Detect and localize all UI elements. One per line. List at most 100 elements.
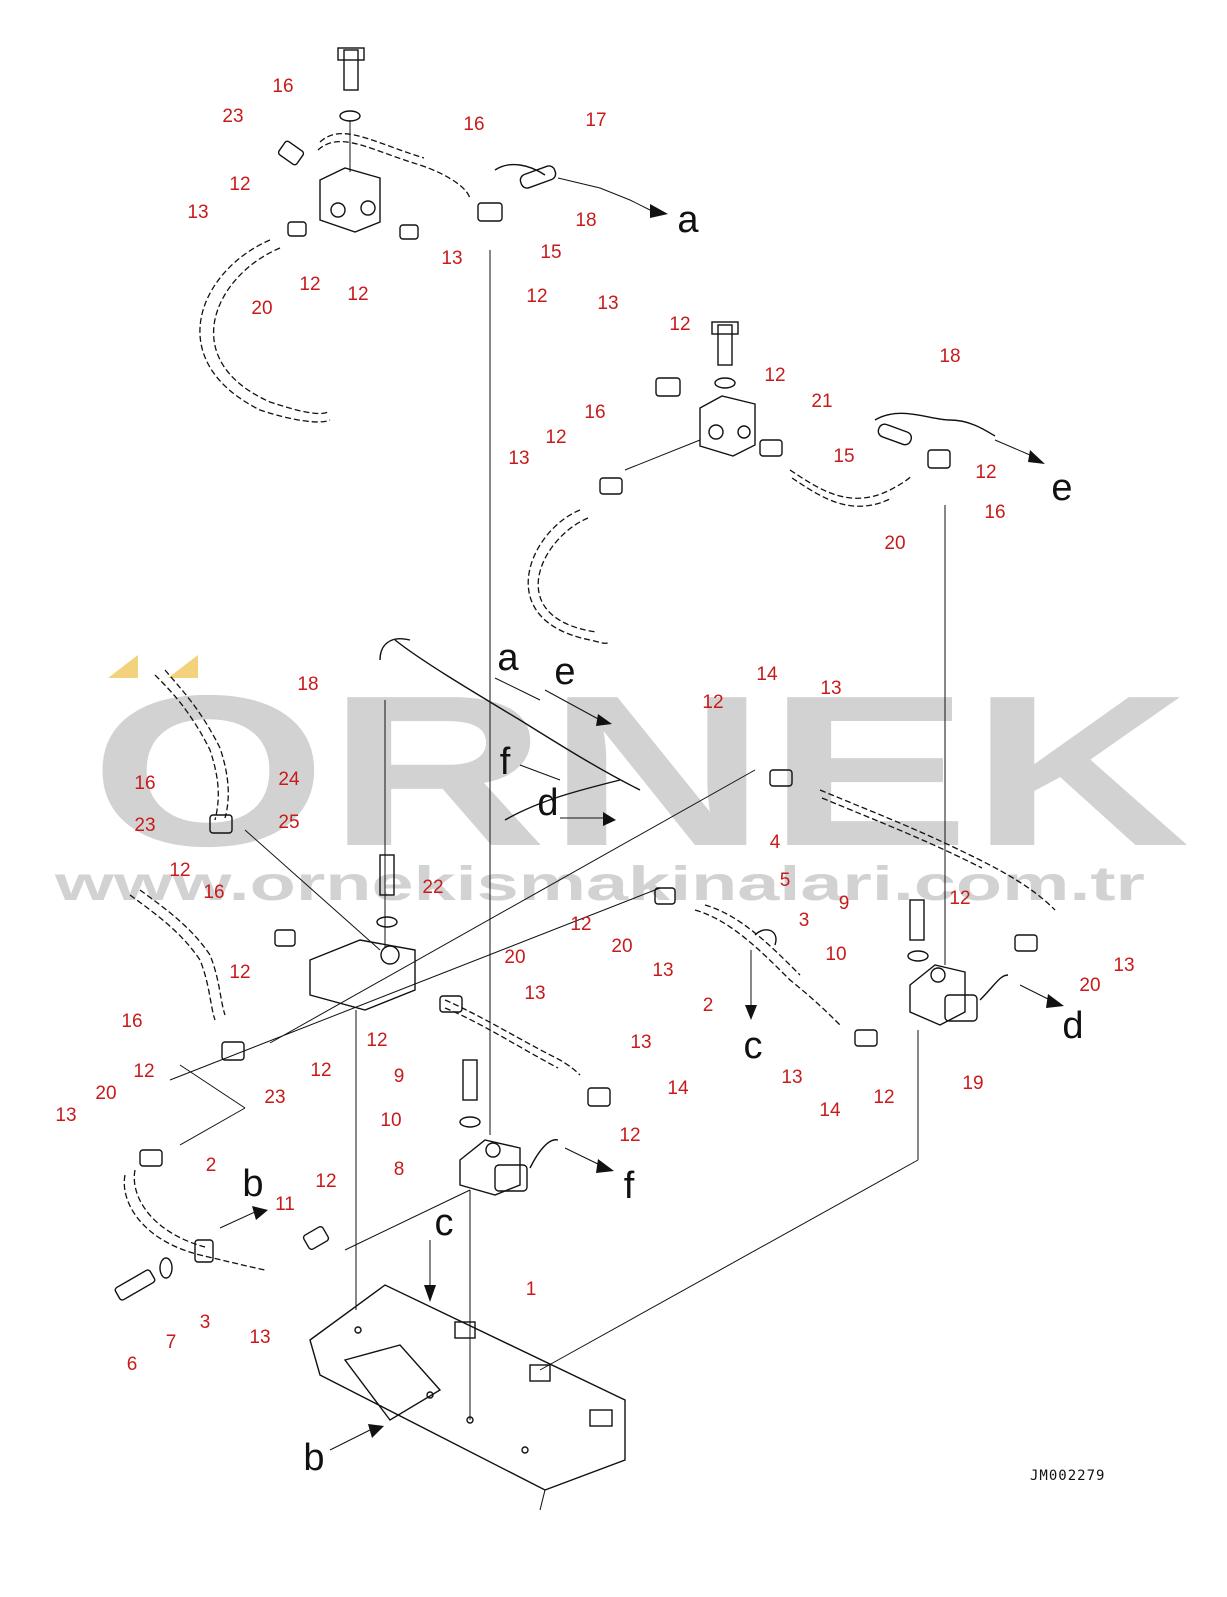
watermark: ORNEK www.ornekismakinalari.com.tr: [53, 650, 1190, 911]
part-callout-16: 16: [584, 402, 605, 423]
reference-letter-a: a: [497, 637, 519, 679]
part-callout-20: 20: [251, 298, 272, 319]
hose-top-left: [199, 239, 331, 423]
part-callout-12: 12: [526, 286, 547, 307]
sensor-connector: [519, 165, 557, 189]
part-callout-12: 12: [764, 365, 785, 386]
reference-letter-b: b: [303, 1437, 324, 1479]
part-callout-12: 12: [229, 962, 250, 983]
part-callout-13: 13: [441, 248, 462, 269]
washer: [159, 1257, 173, 1279]
part-callout-22: 22: [422, 877, 443, 898]
part-callout-23: 23: [264, 1087, 285, 1108]
part-callout-1: 1: [526, 1279, 537, 1300]
part-callout-16: 16: [203, 882, 224, 903]
elbow-fitting: [277, 140, 305, 166]
part-callout-13: 13: [187, 202, 208, 223]
part-callout-23: 23: [222, 106, 243, 127]
part-callout-12: 12: [873, 1087, 894, 1108]
part-callout-24: 24: [278, 769, 300, 790]
part-callout-6: 6: [127, 1354, 138, 1375]
part-callout-12: 12: [366, 1030, 387, 1051]
part-callout-3: 3: [200, 1312, 211, 1333]
drawing-code: JM002279: [1030, 1468, 1105, 1484]
part-callout-15: 15: [833, 446, 854, 467]
hose-right-mid: [819, 789, 1056, 911]
manifold-block-mid-right: [655, 321, 783, 457]
part-callout-12: 12: [133, 1061, 154, 1082]
watermark-accent-right: [168, 655, 198, 678]
part-callout-15: 15: [540, 242, 561, 263]
part-callout-2: 2: [206, 1155, 217, 1176]
part-callout-23: 23: [134, 815, 155, 836]
valve-block-22: [309, 854, 416, 1011]
part-callout-13: 13: [781, 1067, 802, 1088]
part-callout-18: 18: [939, 346, 960, 367]
reference-letter-c: c: [435, 1202, 454, 1244]
solenoid-valve-8: [459, 1059, 614, 1196]
part-callout-13: 13: [1113, 955, 1134, 976]
pressure-switch: [477, 202, 503, 222]
part-callout-21: 21: [811, 391, 832, 412]
part-callout-12: 12: [702, 692, 723, 713]
part-callout-16: 16: [463, 114, 484, 135]
part-callout-10: 10: [825, 944, 846, 965]
manifold-block-top-left: [319, 47, 381, 233]
part-callout-16: 16: [984, 502, 1005, 523]
part-callout-12: 12: [619, 1125, 640, 1146]
clamp: [194, 1239, 214, 1263]
part-callout-19: 19: [962, 1073, 983, 1094]
hose-top: [317, 140, 471, 201]
part-callout-13: 13: [652, 960, 673, 981]
part-callout-12: 12: [315, 1171, 336, 1192]
part-callout-12: 12: [347, 284, 368, 305]
part-callout-12: 12: [570, 914, 591, 935]
part-callout-12: 12: [669, 314, 690, 335]
part-callout-14: 14: [667, 1078, 689, 1099]
watermark-brand: ORNEK: [90, 650, 1190, 891]
part-callout-16: 16: [272, 76, 293, 97]
part-callout-13: 13: [55, 1105, 76, 1126]
part-callout-13: 13: [524, 983, 545, 1004]
part-callout-3: 3: [799, 910, 810, 931]
part-callout-14: 14: [756, 664, 778, 685]
hose-left-upper: [154, 674, 219, 821]
part-callout-20: 20: [1079, 975, 1100, 996]
part-callout-10: 10: [380, 1110, 401, 1131]
part-callout-18: 18: [575, 210, 596, 231]
reference-letter-b: b: [242, 1163, 263, 1205]
reference-letter-d: d: [537, 782, 558, 824]
reference-letter-c: c: [744, 1025, 763, 1067]
adapter-fitting: [399, 224, 419, 240]
part-callout-20: 20: [504, 947, 525, 968]
part-callout-13: 13: [249, 1327, 270, 1348]
part-callout-8: 8: [394, 1159, 405, 1180]
reference-letter-e: e: [1051, 467, 1072, 509]
part-callout-18: 18: [297, 674, 318, 695]
part-callout-9: 9: [839, 893, 850, 914]
bolt: [114, 1269, 156, 1301]
hose-mid-left: [527, 509, 611, 644]
part-callout-20: 20: [611, 936, 632, 957]
reference-letter-f: f: [500, 741, 511, 783]
watermark-accent-left: [108, 655, 138, 678]
hose-center: [444, 999, 581, 1076]
reference-letter-f: f: [624, 1165, 635, 1207]
hose-bottom: [123, 1174, 266, 1271]
part-callout-25: 25: [278, 812, 299, 833]
part-callout-2: 2: [703, 995, 714, 1016]
part-callout-12: 12: [299, 274, 320, 295]
reference-letter-d: d: [1062, 1005, 1083, 1047]
solenoid-valve-19: [907, 899, 1064, 1026]
part-callout-11: 11: [275, 1194, 295, 1215]
part-callout-13: 13: [820, 678, 841, 699]
wire-harness: [394, 639, 641, 791]
part-callout-12: 12: [229, 174, 250, 195]
part-callout-13: 13: [597, 293, 618, 314]
part-callout-5: 5: [780, 870, 791, 891]
part-callout-12: 12: [310, 1060, 331, 1081]
